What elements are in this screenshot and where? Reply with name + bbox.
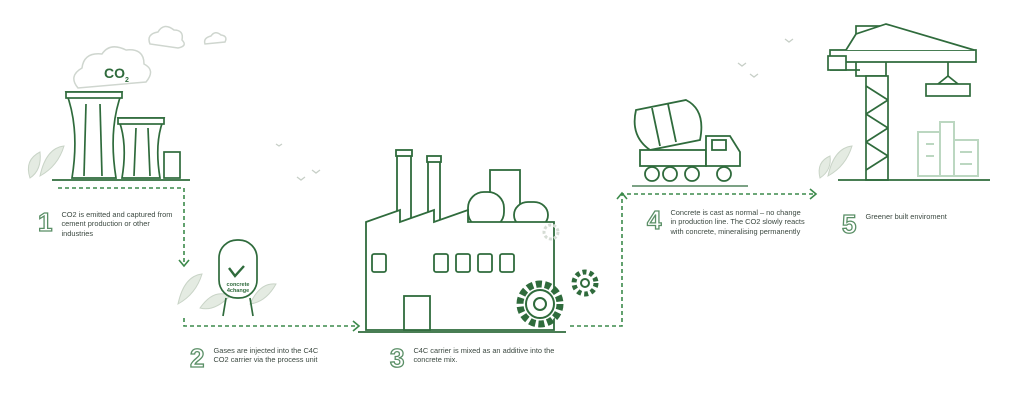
- step-number: 5: [841, 209, 857, 239]
- co2-cloud-icon: [73, 25, 227, 89]
- flow-arrow: [58, 187, 815, 327]
- arrow-head: [178, 188, 818, 332]
- step-number: 3: [389, 343, 405, 373]
- step-text: Gases are injected into the C4C CO2 carr…: [213, 346, 319, 365]
- step-1: 1 CO2 is emitted and captured from cemen…: [37, 207, 178, 238]
- carrier-tank-icon: [218, 239, 258, 317]
- step-number: 4: [646, 205, 662, 235]
- step-number: 1: [37, 207, 53, 237]
- step-2: 2 Gases are injected into the C4C CO2 ca…: [189, 343, 330, 373]
- step-5: 5 Greener built enviroment: [841, 209, 982, 239]
- step-4: 4 Concrete is cast as normal – no change…: [646, 205, 807, 236]
- step-number: 2: [189, 343, 205, 373]
- carrier-label: concrete: [227, 282, 250, 288]
- carrier-label: 4change: [227, 288, 249, 294]
- step-text: Greener built enviroment: [865, 212, 947, 221]
- building-icon: [917, 121, 979, 177]
- mixer-truck-icon: [632, 99, 748, 187]
- crane-icon: [827, 23, 990, 181]
- step-text: CO2 is emitted and captured from cement …: [61, 210, 173, 238]
- gear-icon: [542, 223, 560, 241]
- concrete-factory-icon: [358, 149, 566, 333]
- cement-plant-icon: [52, 91, 190, 181]
- step-text: Concrete is cast as normal – no change i…: [670, 208, 805, 236]
- co2-label: CO2: [104, 65, 129, 84]
- gear-icon: [516, 269, 599, 328]
- birds-icon: [275, 38, 794, 181]
- step-3: 3 C4C carrier is mixed as an additive in…: [389, 343, 560, 373]
- step-text: C4C carrier is mixed as an additive into…: [413, 346, 555, 365]
